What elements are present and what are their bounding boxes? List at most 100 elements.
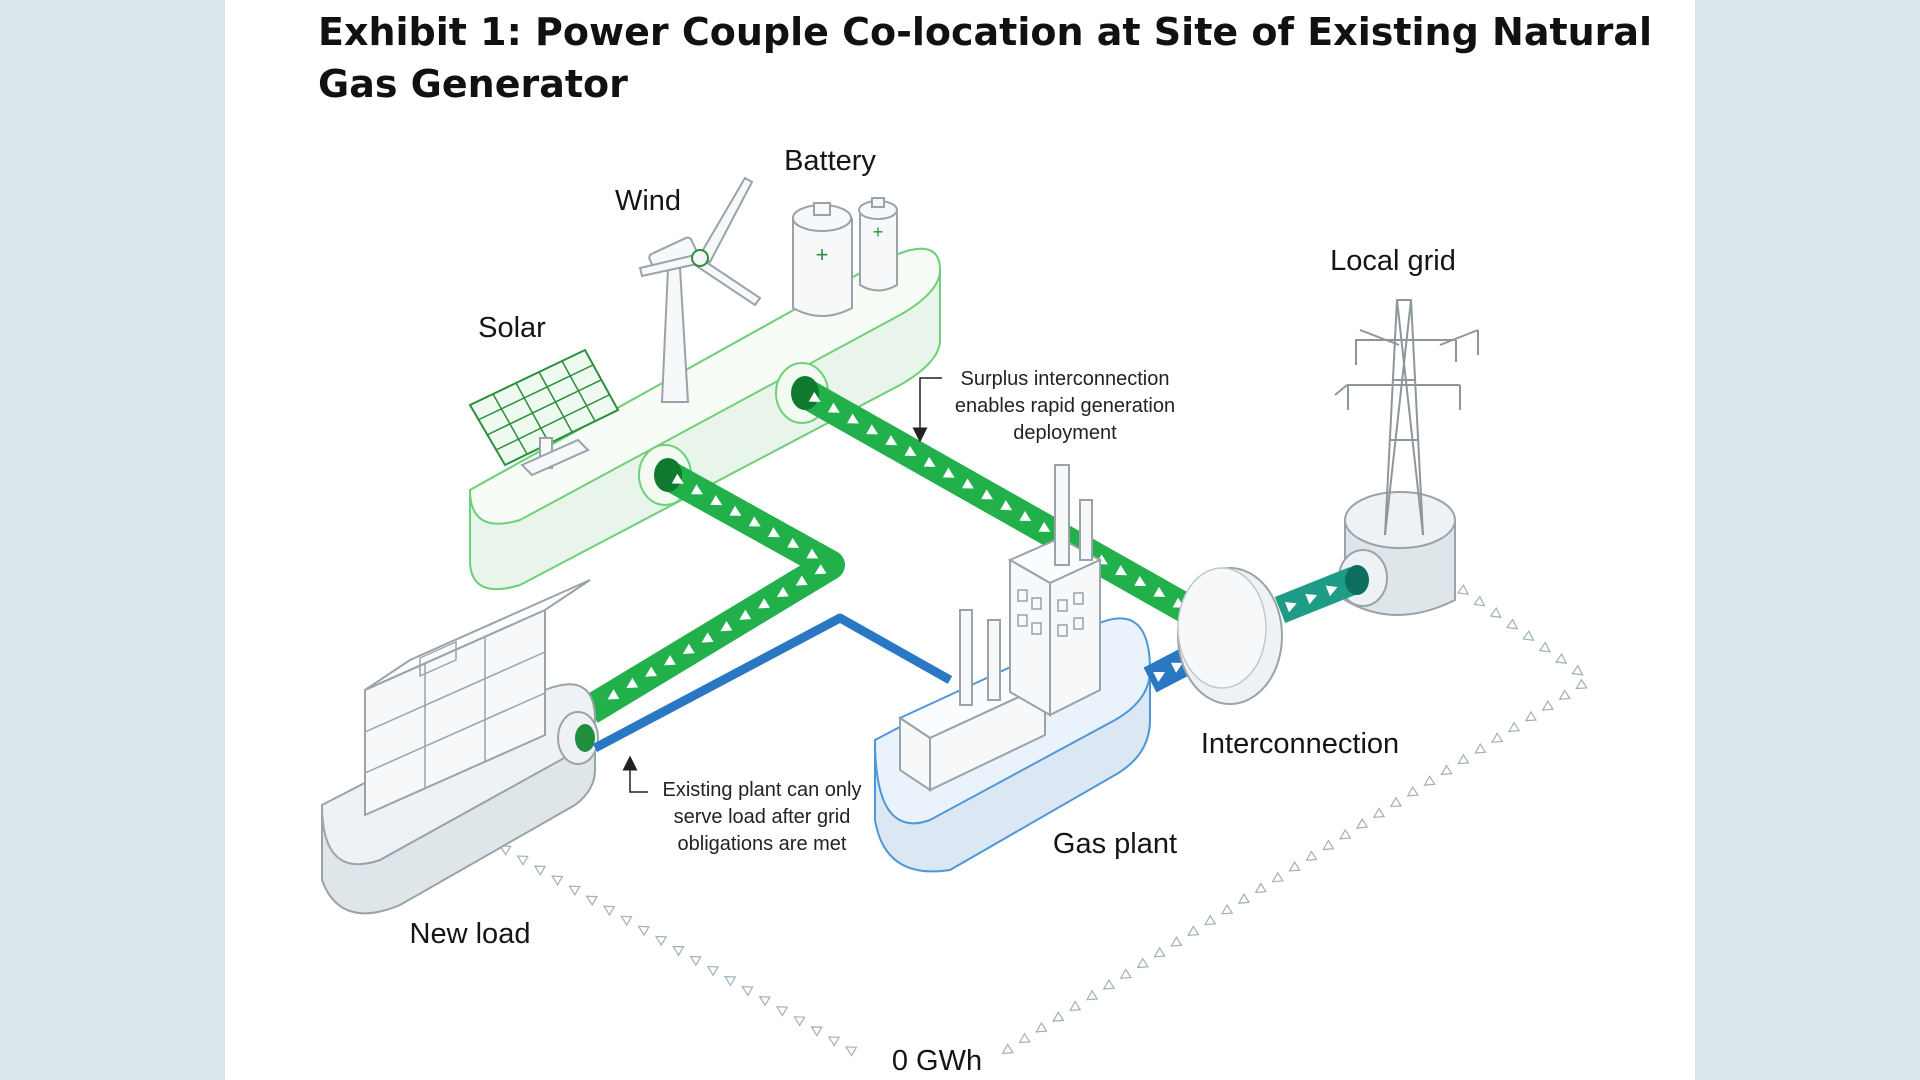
zero-flow-chevron <box>1069 1000 1082 1012</box>
zero-flow-chevron <box>1355 818 1369 829</box>
annotation-existing-arrow <box>622 755 648 793</box>
zero-flow-chevron <box>1119 968 1132 979</box>
existing-plant-annotation: Existing plant can only serve load after… <box>662 779 861 855</box>
zero-flow-chevron <box>758 996 771 1007</box>
zero-flow-chevron <box>1085 989 1099 1001</box>
zero-flow-chevron <box>1052 1011 1065 1022</box>
zero-flow-chevron <box>551 875 564 886</box>
surplus-note-line-2: enables rapid generation <box>955 395 1175 417</box>
flow-chevron <box>720 620 733 632</box>
zero-flow-chevron <box>1254 882 1268 894</box>
zero-flow-chevron <box>1372 807 1386 819</box>
zero-flow-chevron <box>1237 893 1251 904</box>
zero-flow-chevron <box>1204 914 1217 926</box>
zero-flow-chevron <box>516 855 529 866</box>
flow-chevron <box>795 575 808 586</box>
battery-label: Battery <box>784 145 876 177</box>
zero-flow-chevron <box>1571 664 1584 676</box>
flow-chevron <box>729 505 742 516</box>
figure-title: Exhibit 1: Power Couple Co-location at S… <box>318 10 1653 106</box>
flow-chevron <box>1284 602 1297 613</box>
zero-flow-chevron <box>585 895 598 907</box>
zero-flow-chevron <box>1505 618 1519 630</box>
interconnection-hub <box>1177 567 1283 705</box>
zero-flow-chevron <box>1406 785 1419 797</box>
zero-flow-chevron <box>689 955 702 967</box>
zero-flow-chevron <box>568 885 581 897</box>
zero-flow-chevron <box>1440 764 1453 776</box>
zero-flow-chevron <box>1288 860 1301 872</box>
zero-flow-chevron <box>1541 699 1554 711</box>
zero-flow-chevron <box>637 925 650 937</box>
flow-chevron <box>808 391 821 402</box>
zero-flow-chevron <box>654 935 668 947</box>
flow-chevron <box>758 598 770 609</box>
solar-label: Solar <box>478 312 546 344</box>
flow-chevron <box>626 677 639 689</box>
wind-turbine-icon <box>638 176 762 403</box>
flow-chevron <box>904 445 917 457</box>
zero-flow-label: 0 GWh <box>892 1045 982 1077</box>
zero-flow-chevron <box>741 986 754 997</box>
flow-chevron <box>739 609 752 620</box>
zero-flow-chevron <box>1474 742 1487 754</box>
flow-chevron <box>1153 672 1166 682</box>
flow-chevron <box>1170 662 1183 673</box>
flow-chevron <box>814 564 827 575</box>
transmission-tower-icon <box>1334 299 1479 536</box>
wind-label: Wind <box>615 185 681 217</box>
zero-flow-chevron <box>1389 796 1403 808</box>
data-center-icon <box>364 579 591 817</box>
surplus-annotation: Surplus interconnection enables rapid ge… <box>955 368 1175 444</box>
flow-chevron <box>671 473 684 484</box>
flow-chevron <box>663 655 676 666</box>
zero-flow-path <box>499 583 1588 1057</box>
interconnection-label: Interconnection <box>1201 728 1399 760</box>
zero-flow-chevron <box>1491 732 1504 743</box>
solar-panel-icon <box>468 348 620 477</box>
flow-chevron <box>1019 510 1032 522</box>
flow-chevron <box>1153 586 1166 597</box>
zero-flow-chevron <box>1473 595 1486 607</box>
flow-chevron <box>1038 521 1051 532</box>
flow-chevron <box>1115 565 1128 576</box>
flow-chevron <box>981 489 993 500</box>
flow-chevron <box>806 548 819 559</box>
zero-flow-chevron <box>1136 957 1149 969</box>
zero-flow-chevron <box>1456 583 1470 595</box>
svg-text:+: + <box>816 242 829 267</box>
zero-flow-chevron <box>672 945 685 957</box>
zero-flow-chevron <box>845 1046 858 1057</box>
flow-chevron <box>866 424 879 435</box>
flow-chevron <box>885 435 898 446</box>
flow-chevron <box>827 402 840 413</box>
flow-chevron <box>942 467 955 478</box>
renewable-flow-tubes <box>582 376 1193 723</box>
zero-flow-chevron <box>1538 641 1551 653</box>
flow-chevron <box>607 689 620 700</box>
zero-flow-chevron <box>1555 652 1568 665</box>
zero-flow-chevron <box>775 1006 789 1017</box>
flow-chevron <box>701 632 714 643</box>
zero-flow-chevron <box>1102 978 1116 990</box>
zero-flow-chevron <box>1507 721 1521 733</box>
zero-flow-chevron <box>1575 678 1588 690</box>
local-grid-platform <box>1338 491 1456 616</box>
flow-chevron <box>1000 500 1013 511</box>
flow-chevron <box>1325 585 1338 597</box>
surplus-note-line-3: deployment <box>1013 422 1117 444</box>
flow-chevron <box>691 484 703 495</box>
zero-flow-chevron <box>1558 689 1571 700</box>
zero-flow-chevron <box>1187 925 1200 937</box>
flow-chevron <box>787 537 800 548</box>
zero-flow-chevron <box>499 845 512 856</box>
zero-flow-chevron <box>1339 828 1352 840</box>
surplus-note-line-1: Surplus interconnection <box>960 368 1169 390</box>
new-load-label: New load <box>410 918 531 950</box>
zero-flow-chevron <box>1220 903 1234 915</box>
flow-chevron <box>645 666 658 677</box>
zero-flow-chevron <box>1457 753 1470 765</box>
flow-chevron <box>1134 575 1147 587</box>
flow-chevron <box>776 586 789 598</box>
